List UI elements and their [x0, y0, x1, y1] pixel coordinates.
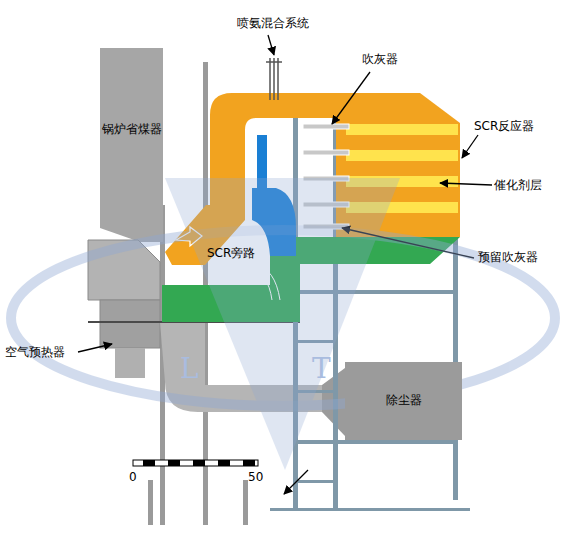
- leader-lines: [78, 35, 492, 494]
- part-label: SCR反应器: [474, 119, 534, 133]
- part-label: 吹灰器: [362, 52, 398, 66]
- node-label: 锅炉省煤器: [102, 123, 162, 137]
- node-label: 除尘器: [386, 394, 422, 408]
- scale-number: 50: [248, 470, 263, 484]
- air-preheater: [88, 240, 160, 378]
- watermark-letter: L: [180, 352, 199, 386]
- part-label: 预留吹灰器: [478, 250, 538, 264]
- part-label: SCR旁路: [207, 246, 255, 260]
- dust-collector-box: 除尘器: [345, 362, 462, 440]
- part-label: 空气预热器: [5, 345, 65, 359]
- ammonia-injection-pipes: [266, 58, 282, 100]
- scale-number: 0: [129, 470, 137, 484]
- watermark-logo: [11, 178, 555, 470]
- part-label: 喷氨混合系统: [237, 16, 309, 30]
- part-label: 催化剂层: [494, 178, 542, 192]
- economizer-box: 锅炉省煤器: [100, 48, 163, 212]
- scale-bar: [133, 460, 258, 466]
- watermark-letter: T: [312, 352, 331, 386]
